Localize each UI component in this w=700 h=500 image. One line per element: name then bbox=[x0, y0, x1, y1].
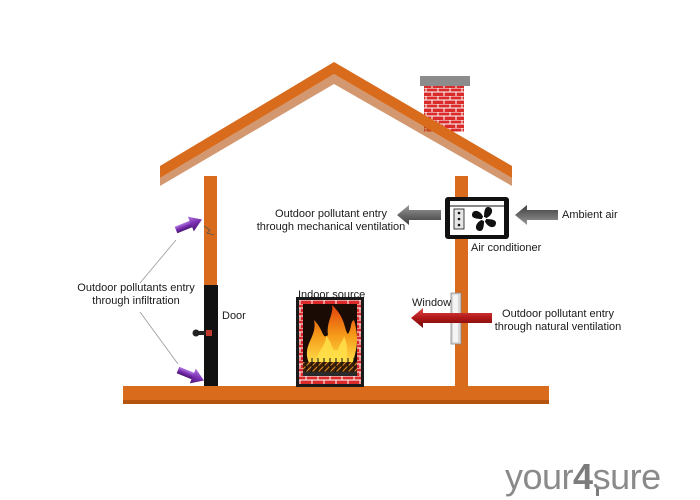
fireplace-icon bbox=[296, 297, 364, 387]
leader-line-bottom bbox=[139, 311, 179, 365]
logo-mark bbox=[596, 488, 599, 496]
infiltration-arrow-top bbox=[174, 216, 202, 234]
ambient-air-arrow bbox=[515, 205, 558, 225]
infiltration-label: Outdoor pollutants entry through infiltr… bbox=[77, 282, 195, 307]
natural-ventilation-label: Outdoor pollutant entry through natural … bbox=[494, 308, 622, 333]
door bbox=[192, 285, 218, 386]
air-conditioner-label: Air conditioner bbox=[471, 242, 542, 254]
infiltration-arrow-bottom bbox=[176, 366, 204, 384]
leader-line-top bbox=[139, 239, 177, 284]
natural-ventilation-arrow bbox=[411, 308, 492, 328]
window-label: Window bbox=[412, 297, 452, 309]
indoor-source-label: Indoor source bbox=[298, 289, 366, 301]
door-label: Door bbox=[222, 310, 246, 322]
ambient-air-label: Ambient air bbox=[562, 209, 618, 221]
floor bbox=[123, 386, 549, 404]
air-conditioner-icon bbox=[445, 197, 509, 239]
mechanical-out-arrow bbox=[397, 205, 441, 225]
watermark-logo: your4sure bbox=[505, 456, 661, 497]
mechanical-ventilation-label: Outdoor pollutant entry through mechanic… bbox=[256, 208, 406, 233]
